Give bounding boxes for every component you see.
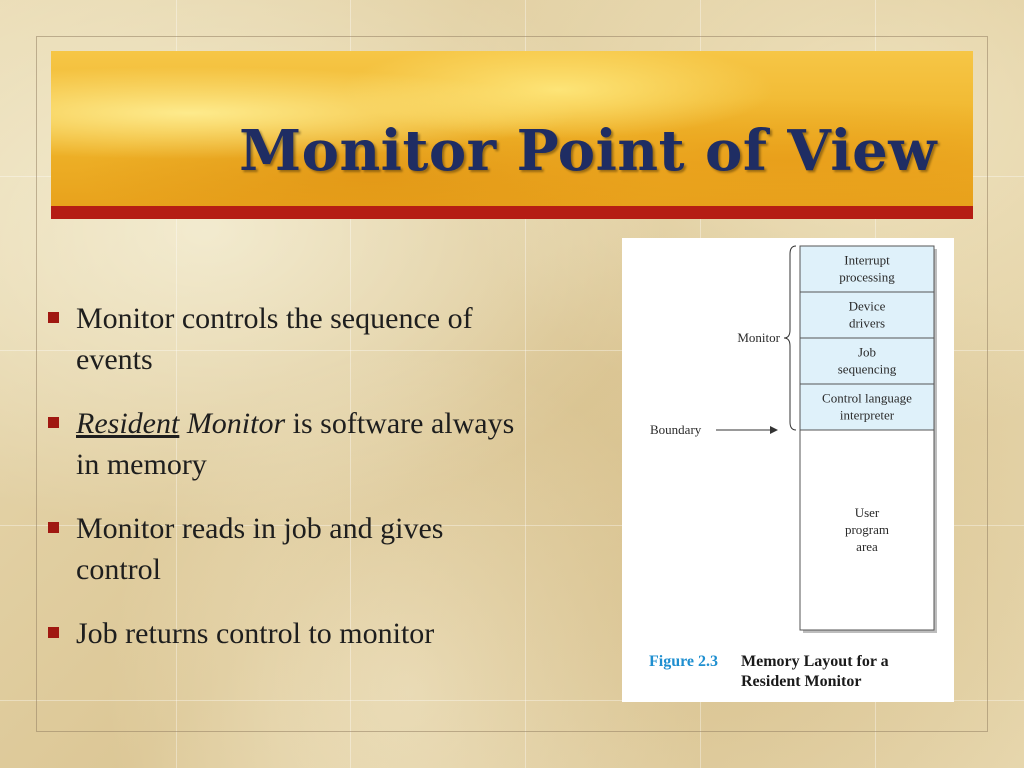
bullet-text: Monitor reads in job and gives control: [76, 512, 444, 586]
memory-block-label: User: [855, 505, 880, 520]
slide-frame: [36, 36, 988, 732]
title-underline-bar: [51, 206, 973, 219]
bullet-text: Resident: [76, 407, 180, 440]
memory-block: [799, 337, 935, 385]
monitor-label: Monitor: [737, 330, 780, 345]
bullet-item: Monitor controls the sequence of events: [42, 298, 532, 380]
memory-block: [799, 245, 935, 293]
bullet-text: Job returns control to monitor: [76, 617, 435, 650]
figure-caption: Resident Monitor: [741, 673, 861, 690]
memory-block: [799, 429, 935, 631]
bullet-square-icon: [48, 627, 59, 638]
memory-block-label: drivers: [849, 316, 885, 331]
memory-block-label: Device: [849, 299, 886, 314]
bullet-square-icon: [48, 312, 59, 323]
bullet-text: Monitor controls the sequence of events: [76, 302, 473, 376]
memory-block-label: interpreter: [840, 408, 895, 423]
memory-block-label: processing: [839, 270, 895, 285]
figure-caption-number: Figure 2.3: [649, 653, 718, 670]
memory-block-label: area: [856, 539, 878, 554]
title-banner: [51, 51, 973, 206]
figure-caption: Memory Layout for a: [741, 653, 889, 670]
bullet-square-icon: [48, 522, 59, 533]
background-grid-line: [176, 0, 177, 768]
memory-block-label: Control language: [822, 391, 912, 406]
memory-block-label: Job: [858, 345, 876, 360]
bullet-text: is software always in memory: [76, 407, 515, 481]
monitor-brace: [783, 245, 797, 431]
background-grid-line: [350, 0, 351, 768]
boundary-label: Boundary: [650, 422, 702, 437]
background-grid-line: [0, 525, 1024, 526]
bullet-item: Resident Monitor is software always in m…: [42, 403, 532, 485]
memory-block-label: Interrupt: [844, 253, 890, 268]
slide-title: Monitor Point of View: [239, 118, 937, 184]
memory-block-label: program: [845, 522, 889, 537]
background-grid-line: [525, 0, 526, 768]
background-grid-line: [0, 350, 1024, 351]
bullet-item: Job returns control to monitor: [42, 613, 532, 654]
bullet-text: Monitor: [179, 407, 286, 440]
memory-block-label: sequencing: [838, 362, 897, 377]
boundary-arrow-head-icon: [770, 426, 778, 434]
bullet-square-icon: [48, 417, 59, 428]
background-grid-line: [0, 700, 1024, 701]
bullet-item: Monitor reads in job and gives control: [42, 508, 532, 590]
memory-block: [799, 291, 935, 339]
